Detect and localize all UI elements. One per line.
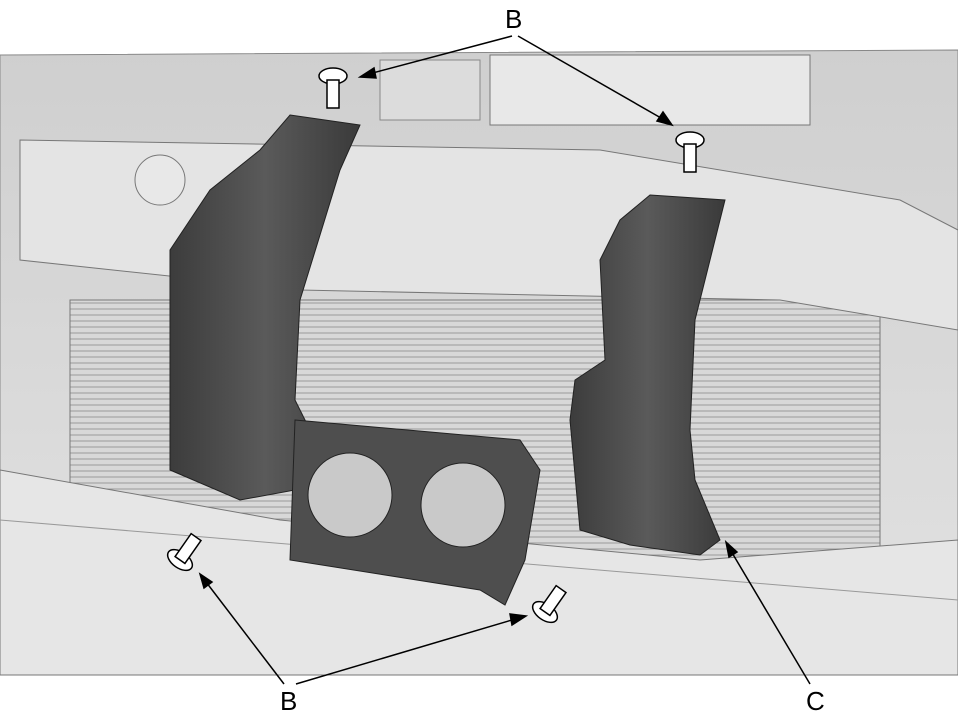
bolt-icon [675, 131, 705, 173]
callout-b-top: B [505, 4, 523, 34]
bolt-icon [531, 584, 568, 624]
callout-b-bottom: B [280, 686, 298, 716]
battery-box [489, 54, 811, 126]
callout-c: C [806, 686, 825, 716]
leader-lines [198, 35, 811, 685]
bolt-icon [318, 67, 348, 109]
right-bracket [569, 194, 726, 556]
bolt-icon [166, 532, 203, 572]
